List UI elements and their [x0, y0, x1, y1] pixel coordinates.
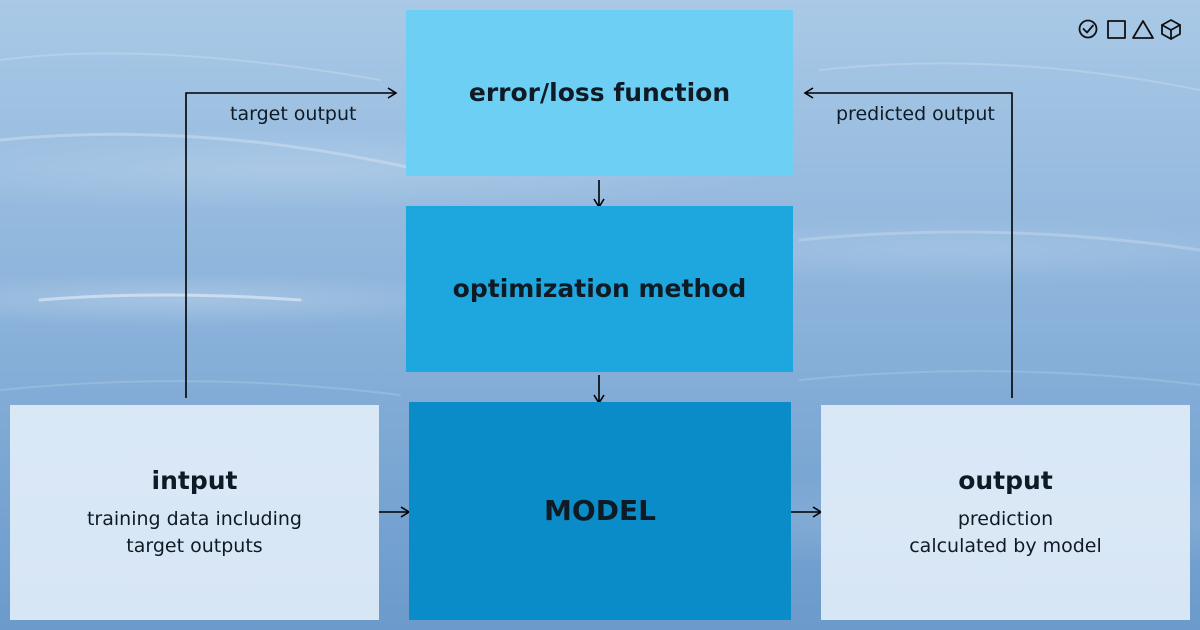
optimization-method-box: optimization method — [406, 206, 793, 372]
target-output-label: target output — [230, 103, 357, 125]
input-title: intput — [151, 465, 238, 495]
output-description-line2: calculated by model — [909, 534, 1102, 557]
input-description-line1: training data including — [86, 507, 302, 530]
output-description: prediction calculated by model — [909, 506, 1102, 560]
cube-icon — [1161, 19, 1181, 40]
loss-function-title: error/loss function — [468, 78, 731, 107]
model-box: MODEL — [409, 402, 791, 620]
output-title: output — [958, 465, 1053, 495]
check-circle-icon — [1078, 19, 1098, 39]
input-description-line2: target outputs — [126, 534, 263, 557]
triangle-icon — [1132, 20, 1154, 39]
edge-output-to-loss — [803, 87, 1013, 398]
model-title: MODEL — [544, 494, 656, 527]
input-description: training data including target outputs — [87, 506, 302, 560]
input-box: intput training data including target ou… — [10, 405, 379, 620]
edge-input-to-loss — [185, 87, 398, 398]
brand-icons — [1078, 19, 1181, 40]
predicted-output-label: predicted output — [836, 103, 995, 125]
loss-function-box: error/loss function — [406, 10, 793, 176]
square-icon — [1107, 20, 1126, 39]
optimization-method-title: optimization method — [452, 274, 747, 303]
output-description-line1: prediction — [957, 507, 1054, 530]
output-box: output prediction calculated by model — [821, 405, 1190, 620]
